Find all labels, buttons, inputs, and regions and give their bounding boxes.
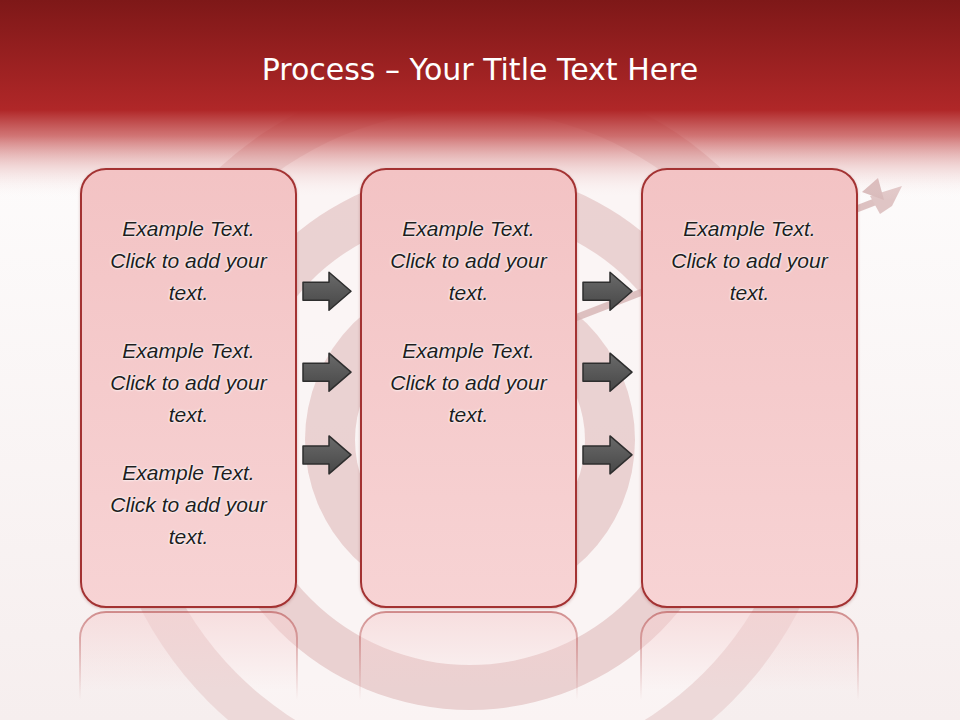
block-arrow — [303, 272, 351, 310]
block-arrow — [303, 353, 351, 391]
box-text: Example Text. Click to add your text. — [98, 457, 279, 553]
block-arrow — [583, 353, 632, 391]
block-arrow — [303, 436, 351, 474]
process-box: Example Text. Click to add your text. — [641, 168, 858, 608]
box-text: Example Text. Click to add your text. — [378, 335, 559, 431]
slide-title: Process – Your Title Text Here — [0, 52, 960, 87]
block-arrow — [583, 272, 632, 310]
process-box: Example Text. Click to add your text. Exa… — [360, 168, 577, 608]
reflections — [80, 612, 858, 720]
box-text: Example Text. Click to add your text. — [659, 213, 840, 309]
box-text: Example Text. Click to add your text. — [98, 335, 279, 431]
box-text: Example Text. Click to add your text. — [378, 213, 559, 309]
process-box: Example Text. Click to add your text. Exa… — [80, 168, 297, 608]
box-text: Example Text. Click to add your text. — [98, 213, 279, 309]
block-arrow — [583, 436, 632, 474]
